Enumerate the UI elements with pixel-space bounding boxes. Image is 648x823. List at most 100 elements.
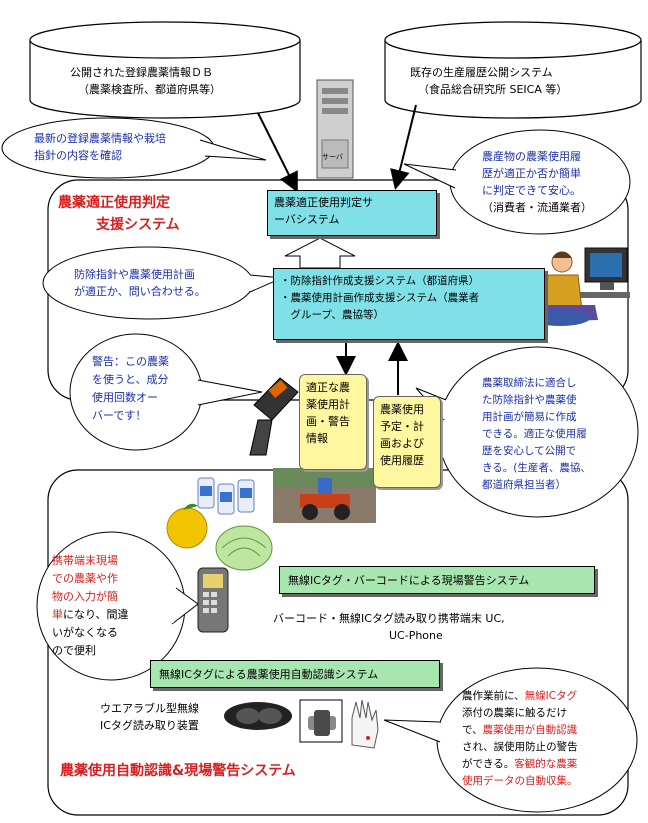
reader-label-line1: バーコード・無線ICタグ読み取り携帯端末 UC,: [273, 612, 505, 625]
db-left-label: 公開された登録農薬情報ＤＢ （農薬検査所、都道府県等）: [70, 64, 221, 98]
note-info-line3: 画・警告: [306, 415, 350, 428]
person-at-computer-illustration: [530, 247, 630, 326]
bubble-law-line6: きる。(生産者、農協、: [482, 462, 591, 474]
field-warning-system-box: 無線ICタグ・バーコードによる現場警告システム: [279, 566, 595, 594]
auto-recognition-system-box: 無線ICタグによる農薬使用自動認識システム: [150, 660, 440, 688]
bubble-inquiry-line2: が適正か、問い合わせる。: [74, 285, 206, 298]
wearable-label-line2: ICタグ読み取り装置: [100, 719, 199, 732]
bubble-mobile-line4a: 単: [52, 608, 63, 621]
bubble-confirm: 最新の登録農薬情報や栽培 指針の内容を確認: [34, 130, 166, 164]
glove-illustration: [351, 699, 379, 749]
bubble-mobile-line1: 携帯端末現場: [52, 554, 118, 567]
server-illustration: [316, 79, 354, 179]
note-info-line2: 薬使用計: [306, 398, 350, 411]
bottom-system-title: 農薬使用自動認識&現場警告システム: [60, 763, 296, 779]
bubble-mobile-line4: 単になり、間違: [52, 606, 129, 624]
bubble-warning-line4: バーです！: [92, 409, 147, 422]
bubble-consumer-line1: 農産物の農薬使用履: [482, 150, 581, 163]
plan-support-box: ・防除指針作成支援システム（都道府県） ・農薬使用計画作成支援システム（農業者 …: [273, 268, 545, 340]
bubble-warning-line2: を使うと、成分: [92, 373, 169, 386]
bubble-law-line1: 農薬取締法に適合し: [482, 377, 577, 389]
plan-box-line1: ・防除指針作成支援システム（都道府県）: [280, 275, 480, 287]
note-plan-line2: 予定・計: [380, 420, 424, 433]
db-right-label: 既存の生産履歴公開システム （食品総合研究所 SEICA 等）: [410, 64, 567, 98]
db-cylinder-right: [384, 21, 642, 119]
bubble-mobile-line2: での農薬や作: [52, 572, 118, 585]
bubble-shape-warning: [69, 333, 263, 451]
bubble-shape-consumer: [403, 129, 631, 235]
bubble-law: 農薬取締法に適合し た防除指針や農薬使 用計画が簡易に作成 できる。適正な使用履…: [482, 375, 591, 494]
bubble-auto: 農作業前に、無線ICタグ 添付の農薬に触るだけ で、農薬使用が自動認識 され、誤…: [462, 688, 578, 790]
db-right-line1: 既存の生産履歴公開システム: [410, 66, 553, 79]
wearable-label: ウエアラブル型無線 ICタグ読み取り装置: [100, 700, 199, 734]
wrist-device-illustration: [299, 699, 343, 743]
server-system-box: 農薬適正使用判定サ ーバシステム: [267, 190, 437, 236]
bubble-law-line2: た防除指針や農薬使: [482, 394, 577, 406]
bubble-shape-auto: [383, 667, 638, 813]
bubble-auto-line1: 農作業前に、無線ICタグ: [462, 688, 578, 705]
bubble-auto-line3b: 農薬使用が自動認識: [482, 724, 578, 736]
bubble-mobile-line4b: になり、間違: [63, 608, 129, 621]
bubble-confirm-line1: 最新の登録農薬情報や栽培: [34, 132, 166, 145]
bubble-warning: 警告：この農薬 を使うと、成分 使用回数オー バーです！: [92, 353, 169, 425]
reader-label-line2: UC-Phone: [389, 629, 443, 642]
bubble-inquiry: 防除指針や農薬使用計画 が適正か、問い合わせる。: [74, 266, 206, 300]
hollow-arrow-up: [284, 237, 356, 269]
note-info-line4: 情報: [306, 432, 328, 445]
db-cylinder-left: [29, 21, 301, 119]
bubble-auto-line6: 使用データの自動収集。: [462, 775, 578, 787]
goggles-illustration: [224, 702, 292, 730]
bubble-auto-line1a: 農作業前に、: [462, 690, 525, 702]
lettuce-illustration: [215, 525, 273, 571]
bubble-consumer-line2: 歴が適正か否か簡単: [482, 167, 581, 180]
note-usage-history: 農薬使用 予定・計 画および 使用履歴: [373, 396, 441, 488]
db-left-line1: 公開された登録農薬情報ＤＢ: [70, 66, 213, 79]
bubble-auto-line1b: 無線ICタグ: [524, 690, 578, 702]
bubble-confirm-line2: 指針の内容を確認: [34, 149, 122, 162]
system-title: 農薬適正使用判定 支援システム: [58, 192, 180, 236]
note-appropriate-plan: 適正な農 薬使用計 画・警告 情報: [299, 374, 367, 470]
plan-box-line2: ・農薬使用計画作成支援システム（農業者: [280, 292, 480, 304]
bubble-inquiry-line1: 防除指針や農薬使用計画: [74, 268, 195, 281]
bubble-consumer: 農産物の農薬使用履 歴が適正か否か簡単 に判定できて安心。 （消費者・流通業者）: [482, 148, 592, 216]
bubble-shape-mobile: [36, 531, 199, 681]
citrus-illustration: [166, 503, 208, 549]
bubble-mobile-line5: いがなくなる: [52, 626, 118, 639]
bubble-auto-line3a: で、: [462, 724, 483, 736]
bubble-law-line3: 用計画が簡易に作成: [482, 411, 577, 423]
bubble-auto-line5a: ができる。: [462, 758, 515, 770]
system-title-line2: 支援システム: [96, 217, 180, 233]
server-label: サーバ: [322, 153, 343, 161]
bubble-mobile-line6: ので便利: [52, 644, 96, 657]
pesticide-bottles-illustration: [197, 477, 255, 515]
bubble-auto-line4: され、誤使用防止の警告: [462, 741, 578, 753]
mobile-phone-illustration: [249, 377, 299, 456]
note-plan-line4: 使用履歴: [380, 454, 424, 467]
bubble-warning-line1: 警告：この農薬: [92, 355, 169, 368]
bubble-auto-line2: 添付の農薬に触るだけ: [462, 707, 567, 719]
bubble-warning-line3: 使用回数オー: [92, 391, 158, 404]
server-box-line2: ーバシステム: [274, 213, 340, 226]
bubble-mobile: 携帯端末現場 での農薬や作 物の入力が簡 単になり、間違 いがなくなる ので便利: [52, 552, 129, 660]
bubble-shape-inquiry: [42, 246, 284, 320]
bubble-law-line7: 都道府県担当者）: [482, 479, 566, 491]
tractor-photo-illustration: [273, 468, 376, 523]
note-plan-line3: 画および: [380, 437, 424, 450]
db-left-line2: （農薬検査所、都道府県等）: [78, 83, 221, 96]
server-box-line1: 農薬適正使用判定サ: [274, 196, 373, 209]
reader-label: バーコード・無線ICタグ読み取り携帯端末 UC, UC-Phone: [273, 610, 505, 644]
note-plan-line1: 農薬使用: [380, 403, 424, 416]
db-right-line2: （食品総合研究所 SEICA 等）: [418, 83, 568, 96]
wearable-label-line1: ウエアラブル型無線: [100, 702, 199, 715]
bubble-law-line5: 歴を安心して公開で: [482, 445, 577, 457]
system-title-line1: 農薬適正使用判定: [58, 195, 170, 211]
arrow-db-left: [257, 112, 298, 193]
bubble-auto-line3: で、農薬使用が自動認識: [462, 722, 578, 739]
bubble-auto-line5: ができる。客観的な農薬: [462, 756, 578, 773]
plan-box-line3: グループ、農協等）: [280, 309, 385, 321]
note-info-line1: 適正な農: [306, 381, 350, 394]
bubble-shape-confirm: [1, 117, 267, 179]
bubble-consumer-line4: （消費者・流通業者）: [482, 201, 592, 214]
bubble-law-line4: できる。適正な使用履: [482, 428, 587, 440]
